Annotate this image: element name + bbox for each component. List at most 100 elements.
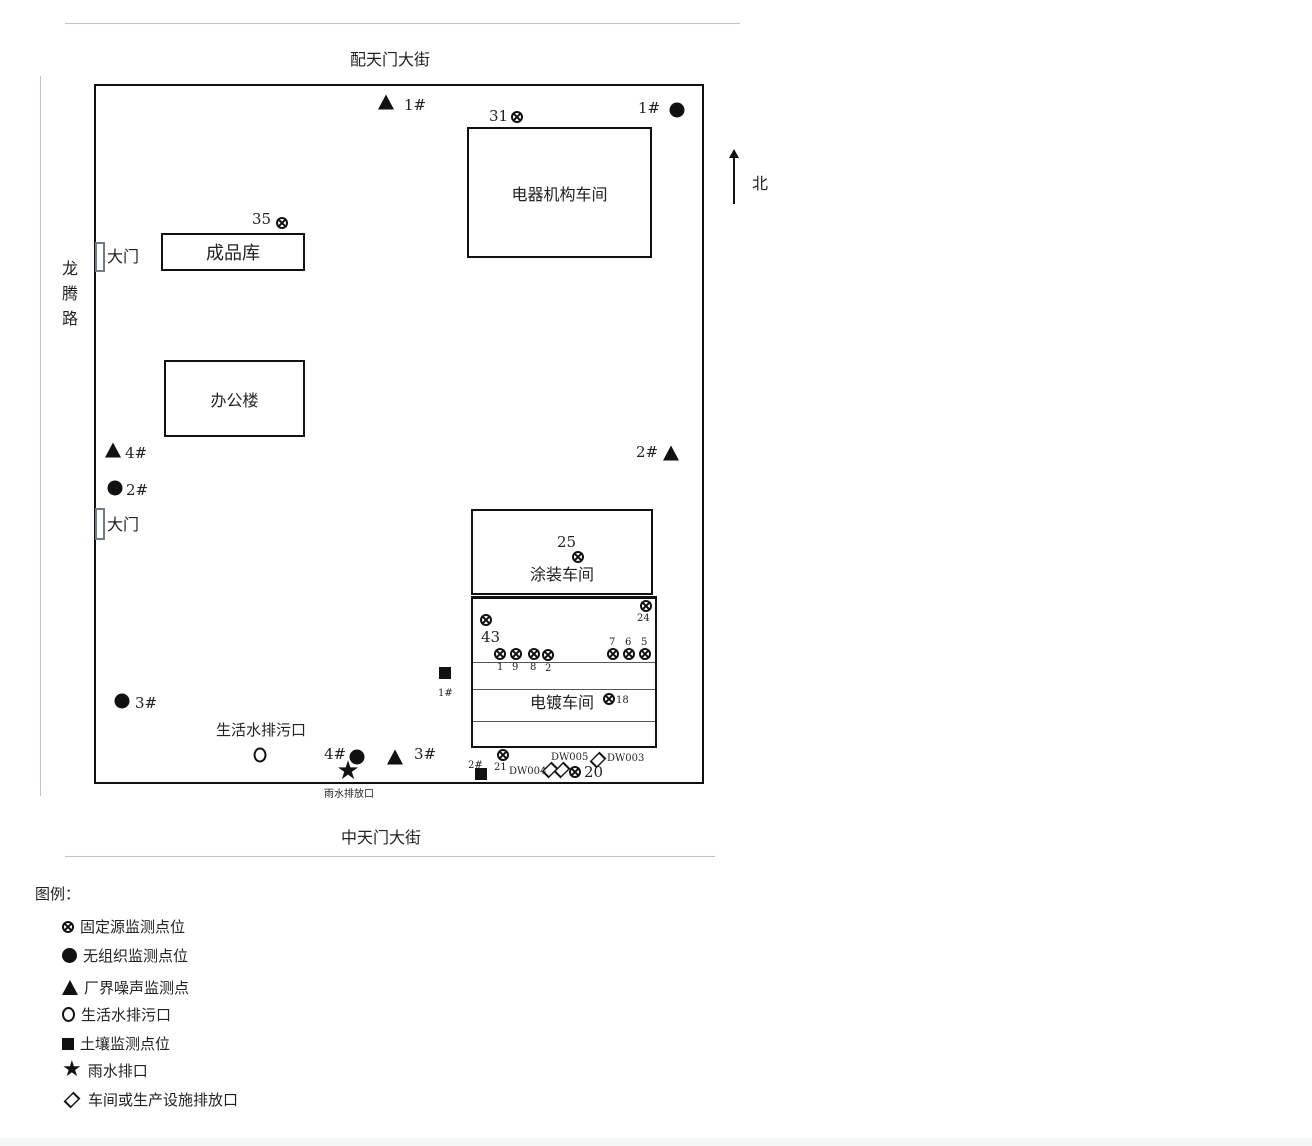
noise-monitoring-icon [387,749,403,765]
marker-label: 5 [641,637,648,648]
marker-label: 1# [404,96,427,114]
building-electrical-workshop: 电器机构车间 [467,127,652,258]
marker-label: 8 [530,662,537,673]
marker-label: 3# [414,745,437,763]
legend-item: 固定源监测点位 [62,916,185,937]
marker-label: 6 [625,637,632,648]
divider [473,662,655,663]
fixed-source-monitoring-icon [572,551,584,563]
discharge-outlet-icon [63,1091,81,1108]
legend-label: 无组织监测点位 [83,947,189,965]
fixed-source-monitoring-icon [569,766,581,778]
marker-label: 43 [481,628,501,646]
marker-label: 3# [135,694,158,712]
divider [473,721,655,722]
noise-monitoring-icon [663,445,679,461]
legend-item: 厂界噪声监测点 [62,977,189,998]
legend-item: 无组织监测点位 [62,945,188,966]
north-arrowhead-icon [729,149,739,158]
marker-label: 2# [468,760,483,771]
marker-label: 1# [638,99,661,117]
marker-label: 1# [438,688,453,699]
fixed-source-monitoring-icon [603,693,615,705]
marker-label: 25 [557,533,577,551]
legend-item: 车间或生产设施排放口 [62,1089,238,1110]
north-road-line [65,23,740,24]
fixed-source-monitoring-icon [639,648,651,660]
fugitive-monitoring-icon [114,693,130,709]
marker-label: DW003 [607,753,645,764]
marker-label: 9 [512,662,519,673]
site-boundary [94,84,704,784]
marker-label: 7 [609,637,616,648]
north-label: 北 [752,174,769,193]
legend-label: 生活水排污口 [81,1006,172,1024]
fixed-source-monitoring-icon [640,600,652,612]
building-label: 涂装车间 [529,565,594,584]
fixed-source-monitoring-icon [276,217,288,229]
marker-label: DW004 [509,766,547,777]
soil-monitoring-icon [475,768,487,780]
domestic-outlet-icon [62,1007,75,1022]
gate-icon [95,508,105,540]
marker-label: 4# [125,444,148,462]
soil-monitoring-icon [62,1037,74,1050]
marker-label: 2 [545,663,552,674]
divider [473,689,655,690]
road-north-label: 配天门大街 [350,50,431,69]
fixed-source-monitoring-icon [497,749,509,761]
building-plating-workshop [471,596,657,748]
building-warehouse: 成品库 [161,233,305,271]
marker-label: 1 [497,662,504,673]
soil-monitoring-icon [439,667,451,679]
rain-outlet-icon: ★ [336,756,360,786]
marker-label: 2# [636,443,659,461]
legend-label: 车间或生产设施排放口 [88,1091,239,1109]
gate-label: 大门 [107,247,140,266]
building-label: 电器机构车间 [511,184,608,204]
marker-label: 18 [616,695,629,706]
building-office: 办公楼 [164,360,305,437]
legend-item: 土壤监测点位 [62,1033,170,1054]
noise-monitoring-icon [105,442,121,458]
noise-monitoring-icon [378,94,394,110]
fixed-source-monitoring-icon [62,920,74,933]
gate-icon [95,242,105,272]
legend-label: 厂界噪声监测点 [84,979,190,997]
domestic-outlet-label: 生活水排污口 [216,721,307,739]
marker-label: 2# [126,481,149,499]
legend-item: ★ 雨水排口 [62,1059,148,1081]
building-label: 办公楼 [210,390,259,410]
north-arrow-icon [733,152,735,204]
road-south-label: 中天门大街 [341,828,422,847]
marker-label: 20 [584,763,604,781]
bottom-bar [0,1138,1312,1146]
fugitive-monitoring-icon [669,102,685,118]
noise-monitoring-icon [62,980,78,995]
building-label: 成品库 [206,243,260,264]
marker-label: DW005 [551,752,589,763]
road-west-label: 龙腾路 [62,259,79,328]
fugitive-monitoring-icon [107,480,123,496]
building-painting-workshop: 涂装车间 [471,509,653,595]
marker-label: 31 [489,107,509,125]
fixed-source-monitoring-icon [623,648,635,660]
fixed-source-monitoring-icon [480,614,492,626]
fugitive-monitoring-icon [62,948,77,963]
domestic-outlet-icon [253,747,267,763]
legend-item: 生活水排污口 [62,1004,171,1025]
marker-label: 21 [494,762,507,773]
fixed-source-monitoring-icon [528,648,540,660]
marker-label: 35 [252,210,272,228]
marker-label: 4# [324,745,347,763]
legend-label: 固定源监测点位 [80,918,186,936]
west-road-line [40,76,41,796]
legend-label: 土壤监测点位 [80,1035,171,1053]
rain-outlet-icon: ★ [62,1057,82,1082]
south-road-line [65,856,715,857]
fixed-source-monitoring-icon [607,648,619,660]
legend-label: 雨水排口 [87,1061,148,1080]
legend-title: 图例： [35,885,81,903]
fixed-source-monitoring-icon [510,648,522,660]
